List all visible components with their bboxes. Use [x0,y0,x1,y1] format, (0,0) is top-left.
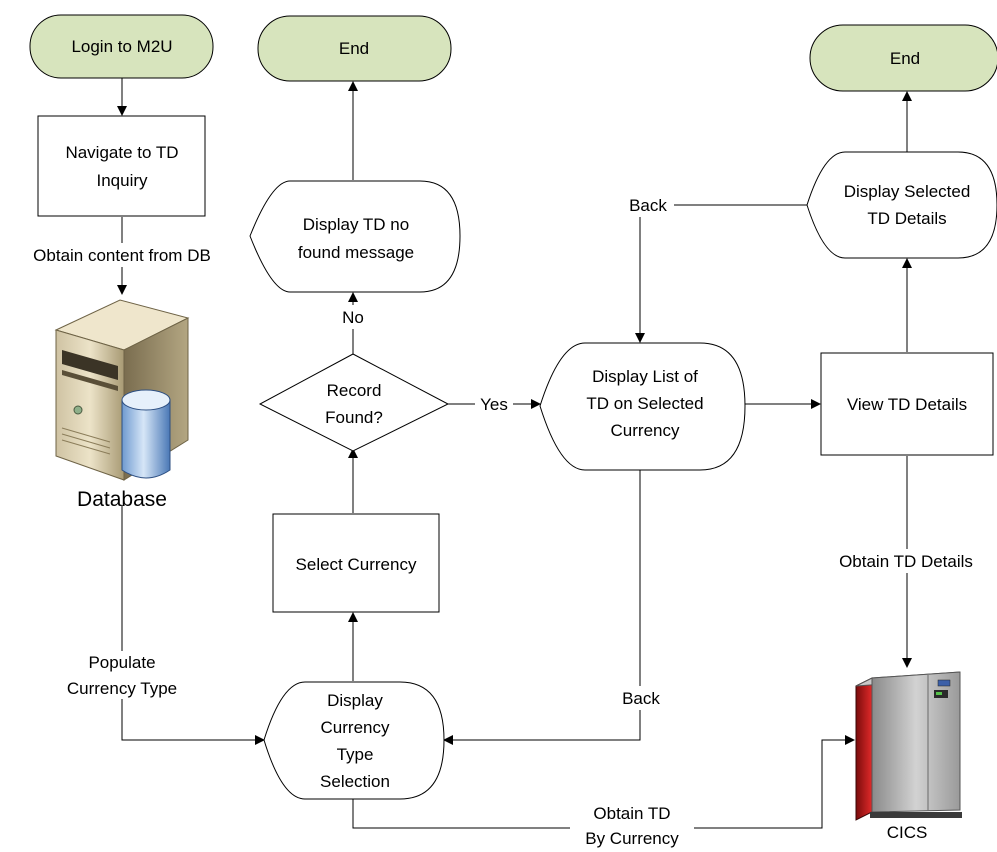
edge-label-obtain-td-details: Obtain TD Details [839,552,973,571]
node-display-not-found-line2: found message [298,243,414,262]
node-login-label: Login to M2U [71,37,172,56]
node-end-top-label: End [339,39,369,58]
cics-label: CICS [887,823,928,842]
node-display-selected: Display Selected TD Details [806,151,997,259]
edge-back-to-list [635,204,807,343]
node-display-currency-line3: Type [337,745,374,764]
node-navigate-line2: Inquiry [96,171,148,190]
edge-back-to-display-currency [443,470,641,745]
node-display-selected-line1: Display Selected [844,182,971,201]
node-end-right-label: End [890,49,920,68]
node-display-not-found: Display TD no found message [249,180,461,293]
node-display-list-line1: Display List of [592,367,698,386]
edge-label-back-top: Back [629,196,667,215]
edge-database-to-display-currency [121,505,265,745]
edge-label-populate-line2: Currency Type [67,679,177,698]
node-record-found-line2: Found? [325,408,383,427]
node-navigate-line1: Navigate to TD [65,143,178,162]
node-display-currency: Display Currency Type Selection [263,681,445,800]
node-select-currency: Select Currency [272,513,440,613]
node-display-currency-line2: Currency [321,718,390,737]
node-record-found: Record Found? [258,353,450,452]
node-display-list: Display List of TD on Selected Currency [539,342,746,471]
node-display-not-found-line1: Display TD no [303,215,409,234]
node-navigate: Navigate to TD Inquiry [37,115,206,217]
node-display-selected-line2: TD Details [867,209,946,228]
node-view-details-label: View TD Details [847,395,967,414]
edge-display-currency-to-cics [352,735,855,829]
edge-label-back-bottom: Back [622,689,660,708]
node-select-currency-label: Select Currency [296,555,417,574]
edge-label-obtain-by-currency-line2: By Currency [585,829,679,848]
edge-label-yes: Yes [480,395,508,414]
node-display-list-line2: TD on Selected [586,394,703,413]
node-display-currency-line1: Display [327,691,383,710]
edge-label-populate-line1: Populate [88,653,155,672]
database-cylinder-icon [121,389,171,479]
edge-label-obtain-by-currency-line1: Obtain TD [593,804,670,823]
database-label: Database [77,488,167,511]
node-display-list-line3: Currency [611,421,680,440]
cics-mainframe-icon [855,671,962,821]
node-display-currency-line4: Selection [320,772,390,791]
edge-label-obtain-db: Obtain content from DB [33,246,211,265]
node-view-details: View TD Details [820,352,994,456]
node-record-found-line1: Record [327,381,382,400]
node-end-top: End [257,15,452,82]
node-end-right: End [809,24,997,92]
node-login: Login to M2U [29,14,214,79]
edge-label-no: No [342,308,364,327]
